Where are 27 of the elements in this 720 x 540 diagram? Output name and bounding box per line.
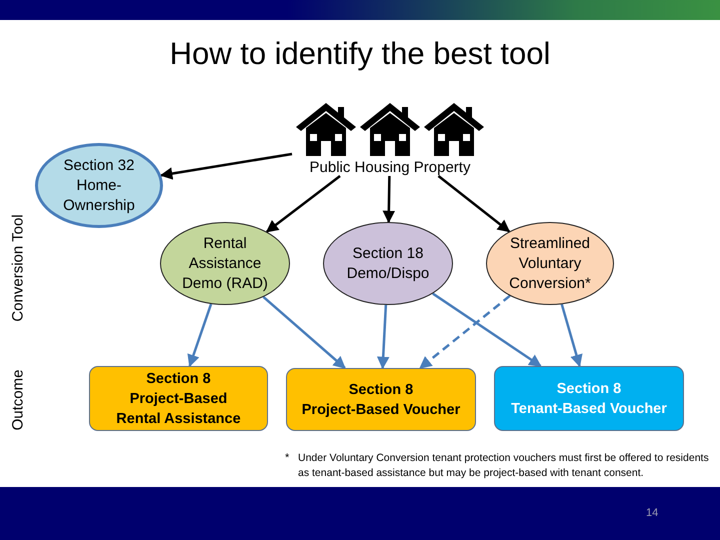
node-label: Section 8 Tenant-Based Voucher [510, 380, 668, 418]
arrow [432, 292, 542, 368]
arrow [160, 152, 292, 180]
arrow [419, 294, 511, 369]
arrow [187, 304, 212, 368]
footnote: Under Voluntary Conversion tenant protection vouchers must first be offered to residents as tenant-based assistance but may be project-based with tenant consent. [298, 451, 710, 481]
arrow [560, 304, 582, 368]
axis-label: Outcome [10, 370, 26, 430]
arrow [262, 296, 346, 369]
outcome-box [286, 368, 476, 431]
node-label: Streamlined Voluntary Conversion* [508, 234, 592, 294]
axis-label: Conversion Tool [10, 214, 26, 322]
node-label: Section 8 Project-Based Rental Assistance [115, 370, 242, 428]
title: How to identify the best tool [168, 36, 552, 72]
node-label: Public Housing Property [310, 159, 470, 176]
arrow [382, 176, 396, 224]
outcome-box [89, 366, 268, 431]
node-label: Section 32 Home-Ownership [62, 156, 136, 216]
node-label: Section 18 Demo/Dispo [346, 244, 430, 284]
arrow [266, 175, 341, 233]
arrow [376, 304, 390, 370]
arrow [438, 175, 510, 232]
footnote-mark: * [285, 451, 290, 466]
outcome-box [494, 366, 684, 431]
node-label: Section 8 Project-Based Voucher [300, 380, 462, 420]
page-number: 14 [646, 506, 658, 521]
node-label: Rental Assistance Demo (RAD) [181, 234, 269, 294]
